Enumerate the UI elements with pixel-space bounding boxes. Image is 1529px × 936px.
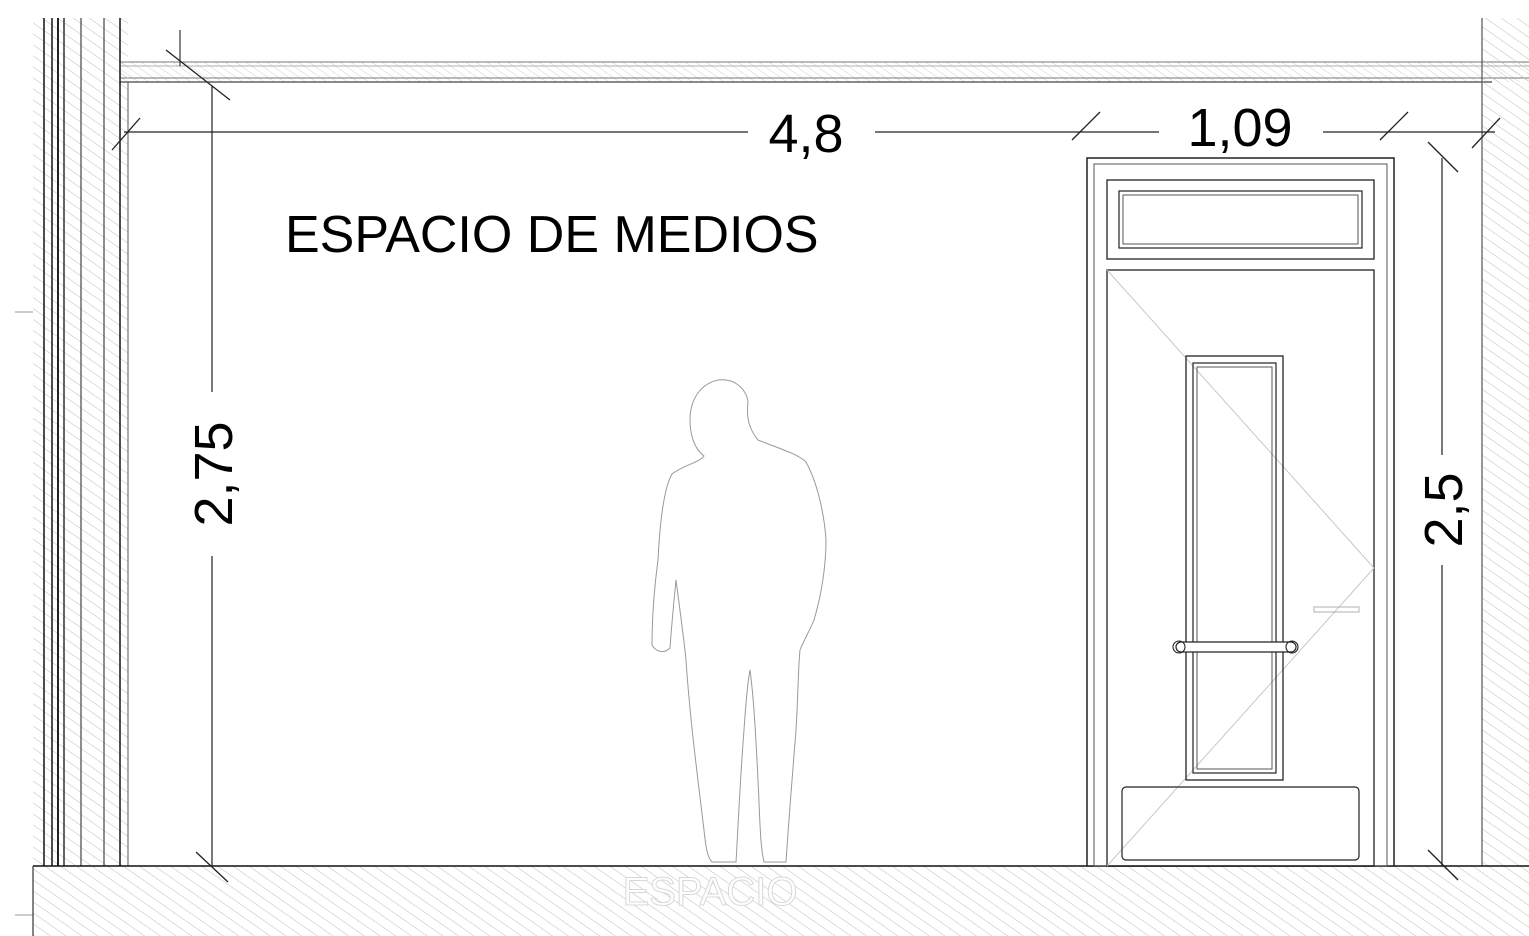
room-title: ESPACIO DE MEDIOS — [285, 206, 819, 264]
ceiling-slab — [120, 61, 1529, 83]
room-height-dimension: 2,75 — [165, 30, 244, 883]
door-transom — [1106, 179, 1375, 260]
door-width-label: 1,09 — [1187, 98, 1292, 158]
door — [1086, 157, 1395, 867]
door-height-label: 2,5 — [1414, 472, 1474, 547]
room-height-label: 2,75 — [184, 421, 244, 526]
right-wall — [1481, 18, 1529, 866]
person-silhouette — [651, 379, 827, 863]
left-wall — [15, 18, 129, 916]
room-width-label: 4,8 — [768, 104, 843, 164]
floor-label: ESPACIO — [623, 870, 798, 914]
door-height-dimension: 2,5 — [1414, 141, 1474, 881]
room-width-dimension: 4,8 — [111, 104, 1501, 164]
door-leaf — [1106, 269, 1375, 867]
door-width-dimension: 1,09 — [1071, 98, 1409, 158]
floor-slab: ESPACIO — [32, 865, 1529, 936]
